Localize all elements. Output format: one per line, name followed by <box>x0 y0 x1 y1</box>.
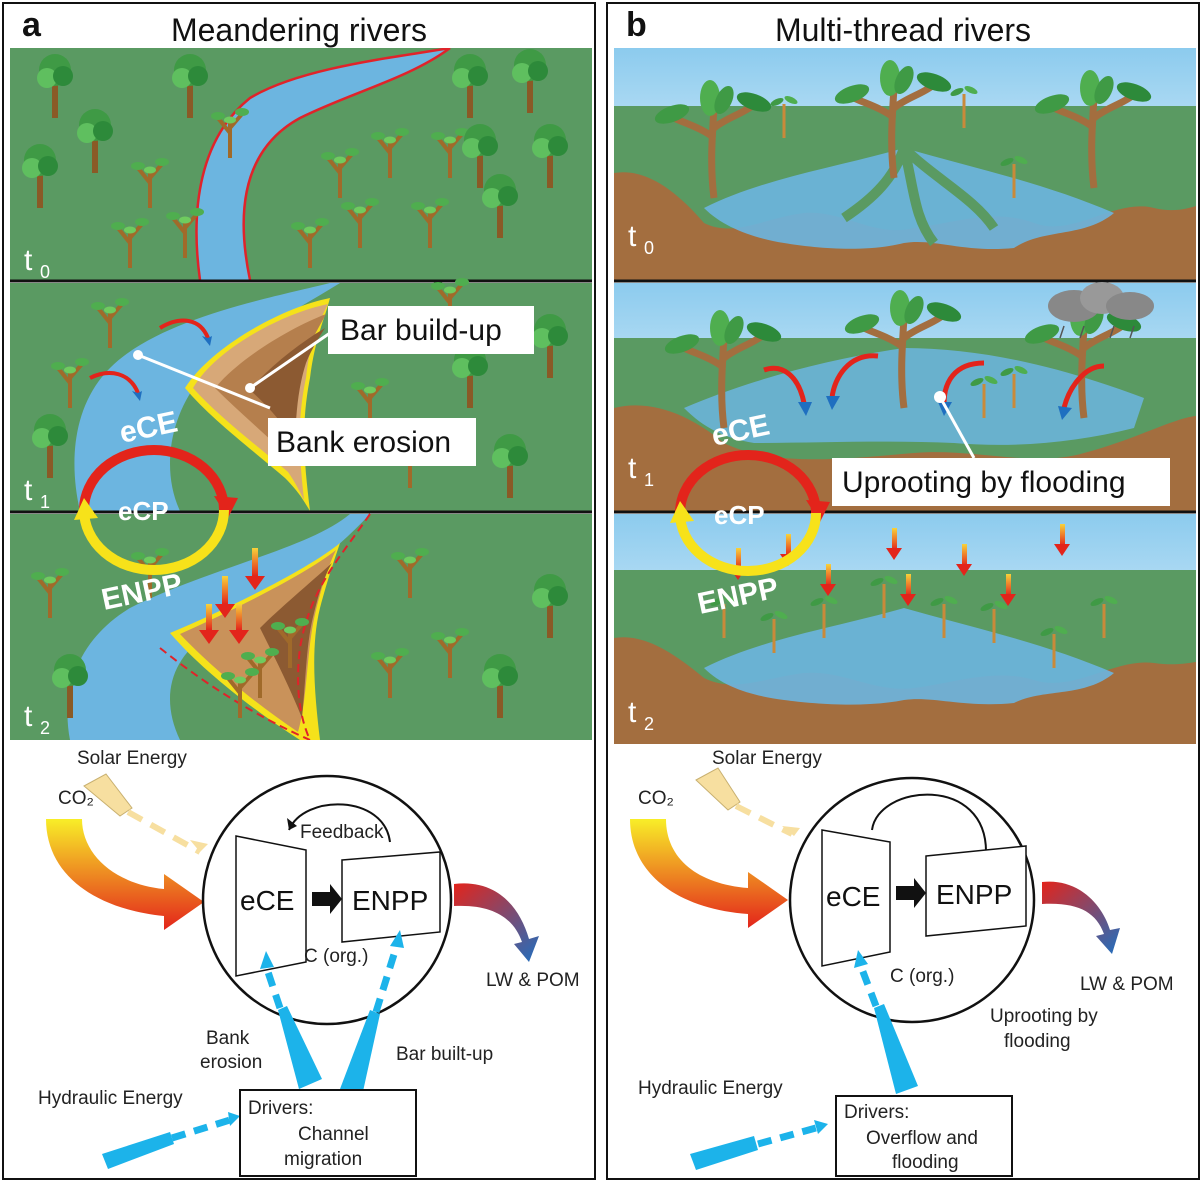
driver-label-2: flooding <box>1004 1031 1071 1052</box>
corg-label: C (org.) <box>304 946 368 967</box>
time-label-t0: t <box>24 244 33 277</box>
drivers-line-1: Overflow and <box>866 1128 978 1149</box>
callout-bank-erosion: Bank erosion <box>276 426 451 459</box>
stage-t2: t 2 <box>614 514 1196 744</box>
stage-t0: t 0 <box>10 48 592 282</box>
output-label: LW & POM <box>1080 974 1174 995</box>
cycle-label-ecp: eCP <box>118 496 169 526</box>
co2-label: CO₂ <box>638 788 674 809</box>
time-label-t1: t <box>24 474 33 507</box>
panel-letter: b <box>626 6 647 44</box>
driver-bank-label-2: erosion <box>200 1052 262 1073</box>
time-label-t1: t <box>628 452 637 485</box>
enpp-box-label: ENPP <box>936 879 1012 910</box>
panel-title: Multi-thread rivers <box>774 12 1032 48</box>
drivers-title: Drivers: <box>248 1098 313 1119</box>
enpp-box-label: ENPP <box>352 885 428 916</box>
stage-t0: t 0 <box>614 48 1196 280</box>
time-sub-t2: 2 <box>40 718 50 738</box>
time-label-t0: t <box>628 220 637 253</box>
meander-stages-illustration: t 0 Bar build-up Bank <box>10 48 592 740</box>
panel-meandering: a Meandering rivers <box>2 2 596 1180</box>
ece-box-label: eCE <box>826 881 880 912</box>
solar-energy-label: Solar Energy <box>77 748 187 769</box>
stage-t1: Uprooting by flooding t 1 <box>614 282 1196 511</box>
time-sub-t0: 0 <box>40 262 50 282</box>
time-sub-t2: 2 <box>644 714 654 734</box>
output-label: LW & POM <box>486 970 580 991</box>
corg-label: C (org.) <box>890 966 954 987</box>
drivers-box <box>835 1095 1013 1177</box>
callout-bar-buildup: Bar build-up <box>340 314 502 347</box>
time-sub-t1: 1 <box>644 470 654 490</box>
ece-box-label: eCE <box>240 885 294 916</box>
feedback-label: Feedback <box>300 822 384 843</box>
panel-letter: a <box>22 6 41 44</box>
co2-label: CO₂ <box>58 788 94 809</box>
time-label-t2: t <box>24 700 33 733</box>
time-label-t2: t <box>628 696 637 729</box>
rain-cloud-icon <box>1048 282 1154 339</box>
hydraulic-energy-label: Hydraulic Energy <box>638 1078 783 1099</box>
time-sub-t1: 1 <box>40 492 50 512</box>
hydraulic-energy-label: Hydraulic Energy <box>38 1088 183 1109</box>
cycle-label-ecp: eCP <box>714 500 765 530</box>
panel-multithread: b Multi-thread rivers <box>606 2 1200 1180</box>
multithread-stages-illustration: t 0 <box>614 48 1196 744</box>
drivers-title: Drivers: <box>844 1102 909 1123</box>
driver-bank-label-1: Bank <box>206 1028 250 1049</box>
driver-bar-label: Bar built-up <box>396 1044 493 1065</box>
drivers-line-2: migration <box>284 1149 362 1170</box>
callout-uprooting: Uprooting by flooding <box>842 466 1126 499</box>
conceptual-diagram-a: Solar Energy CO₂ Feedback eCE ENPP C (or… <box>38 748 580 1177</box>
panel-title: Meandering rivers <box>170 12 428 48</box>
drivers-line-2: flooding <box>892 1152 959 1173</box>
drivers-box <box>239 1089 417 1177</box>
time-sub-t0: 0 <box>644 238 654 258</box>
stage-t2: t 2 <box>10 513 592 740</box>
conceptual-diagram-b: Solar Energy CO₂ eCE ENPP C (org.) LW & … <box>630 748 1174 1177</box>
solar-energy-label: Solar Energy <box>712 748 822 769</box>
driver-label-1: Uprooting by <box>990 1006 1098 1027</box>
drivers-line-1: Channel <box>298 1124 369 1145</box>
